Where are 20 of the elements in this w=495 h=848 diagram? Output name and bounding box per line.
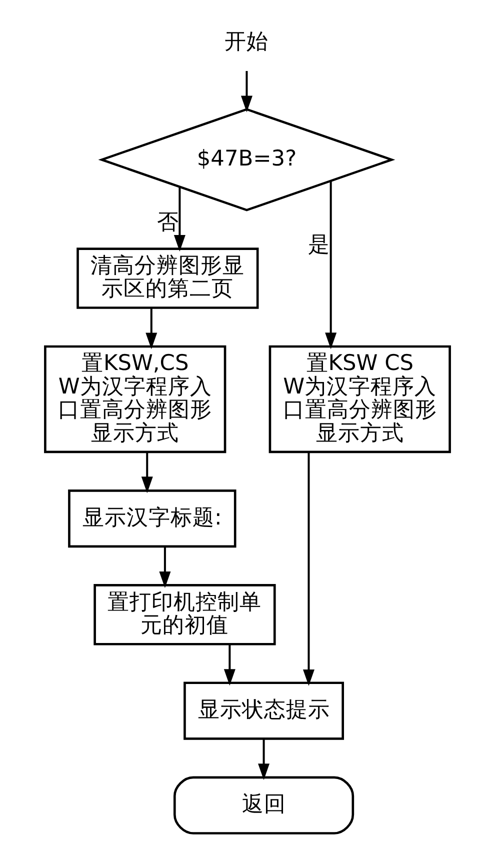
- node-box: 置打印机控制单元的初值: [94, 584, 276, 646]
- arrow: [174, 187, 186, 252]
- node-box: 置KSW CSW为汉字程序入口置高分辨图形显示方式: [268, 345, 451, 454]
- arrow: [240, 71, 252, 112]
- arrow: [224, 644, 236, 686]
- arrow: [302, 452, 314, 686]
- node-box: 置KSW,CSW为汉字程序入口置高分辨图形显示方式: [44, 345, 226, 454]
- edge-label: 否: [157, 210, 180, 235]
- node-box: 显示状态提示: [184, 682, 344, 740]
- arrow: [258, 739, 270, 780]
- node-box: 清高分辨图形显示区的第二页: [76, 248, 259, 309]
- arrow: [146, 308, 158, 350]
- edge-label: 是: [308, 232, 330, 258]
- node-text: 开始: [224, 29, 269, 54]
- node-diamond: $47B=3?: [98, 108, 396, 212]
- arrow: [159, 546, 171, 588]
- node-box: 返回: [173, 776, 354, 834]
- arrow: [325, 180, 337, 350]
- node-box: 显示汉字标题:: [68, 490, 236, 548]
- arrow: [141, 452, 153, 494]
